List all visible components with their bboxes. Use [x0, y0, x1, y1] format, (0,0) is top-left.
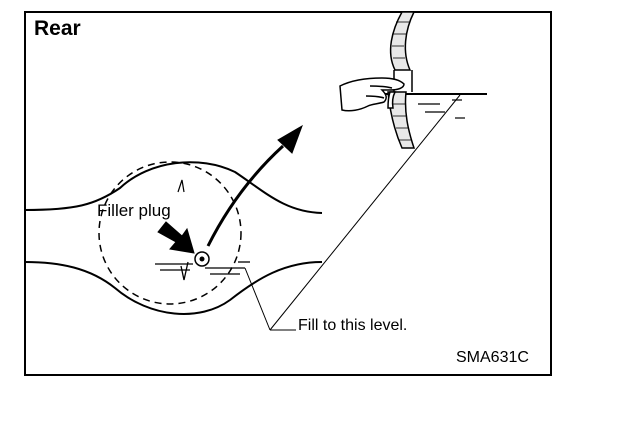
inset-fluid-dashes [418, 99, 465, 119]
figure-title: Rear [34, 17, 81, 40]
oil-level-lines [155, 261, 250, 275]
housing-upper-contour [24, 161, 323, 214]
pointer-arrow [157, 221, 195, 254]
inset-tube [387, 11, 416, 149]
fill-level-label: Fill to this level. [298, 317, 408, 334]
level-tick [180, 261, 189, 281]
housing-lower-contour [24, 261, 323, 315]
magnify-arrow-head [277, 124, 303, 154]
filler-plug-icon [194, 251, 210, 267]
housing-tick-mark [177, 179, 185, 193]
figure-frame [24, 11, 552, 376]
detail-circle [98, 161, 242, 305]
figure-code: SMA631C [456, 349, 529, 366]
magnify-arrow-line [206, 144, 285, 247]
filler-plug-label: Filler plug [97, 201, 171, 220]
finger-hand-icon [339, 77, 405, 112]
fill-level-leaders [244, 94, 461, 331]
